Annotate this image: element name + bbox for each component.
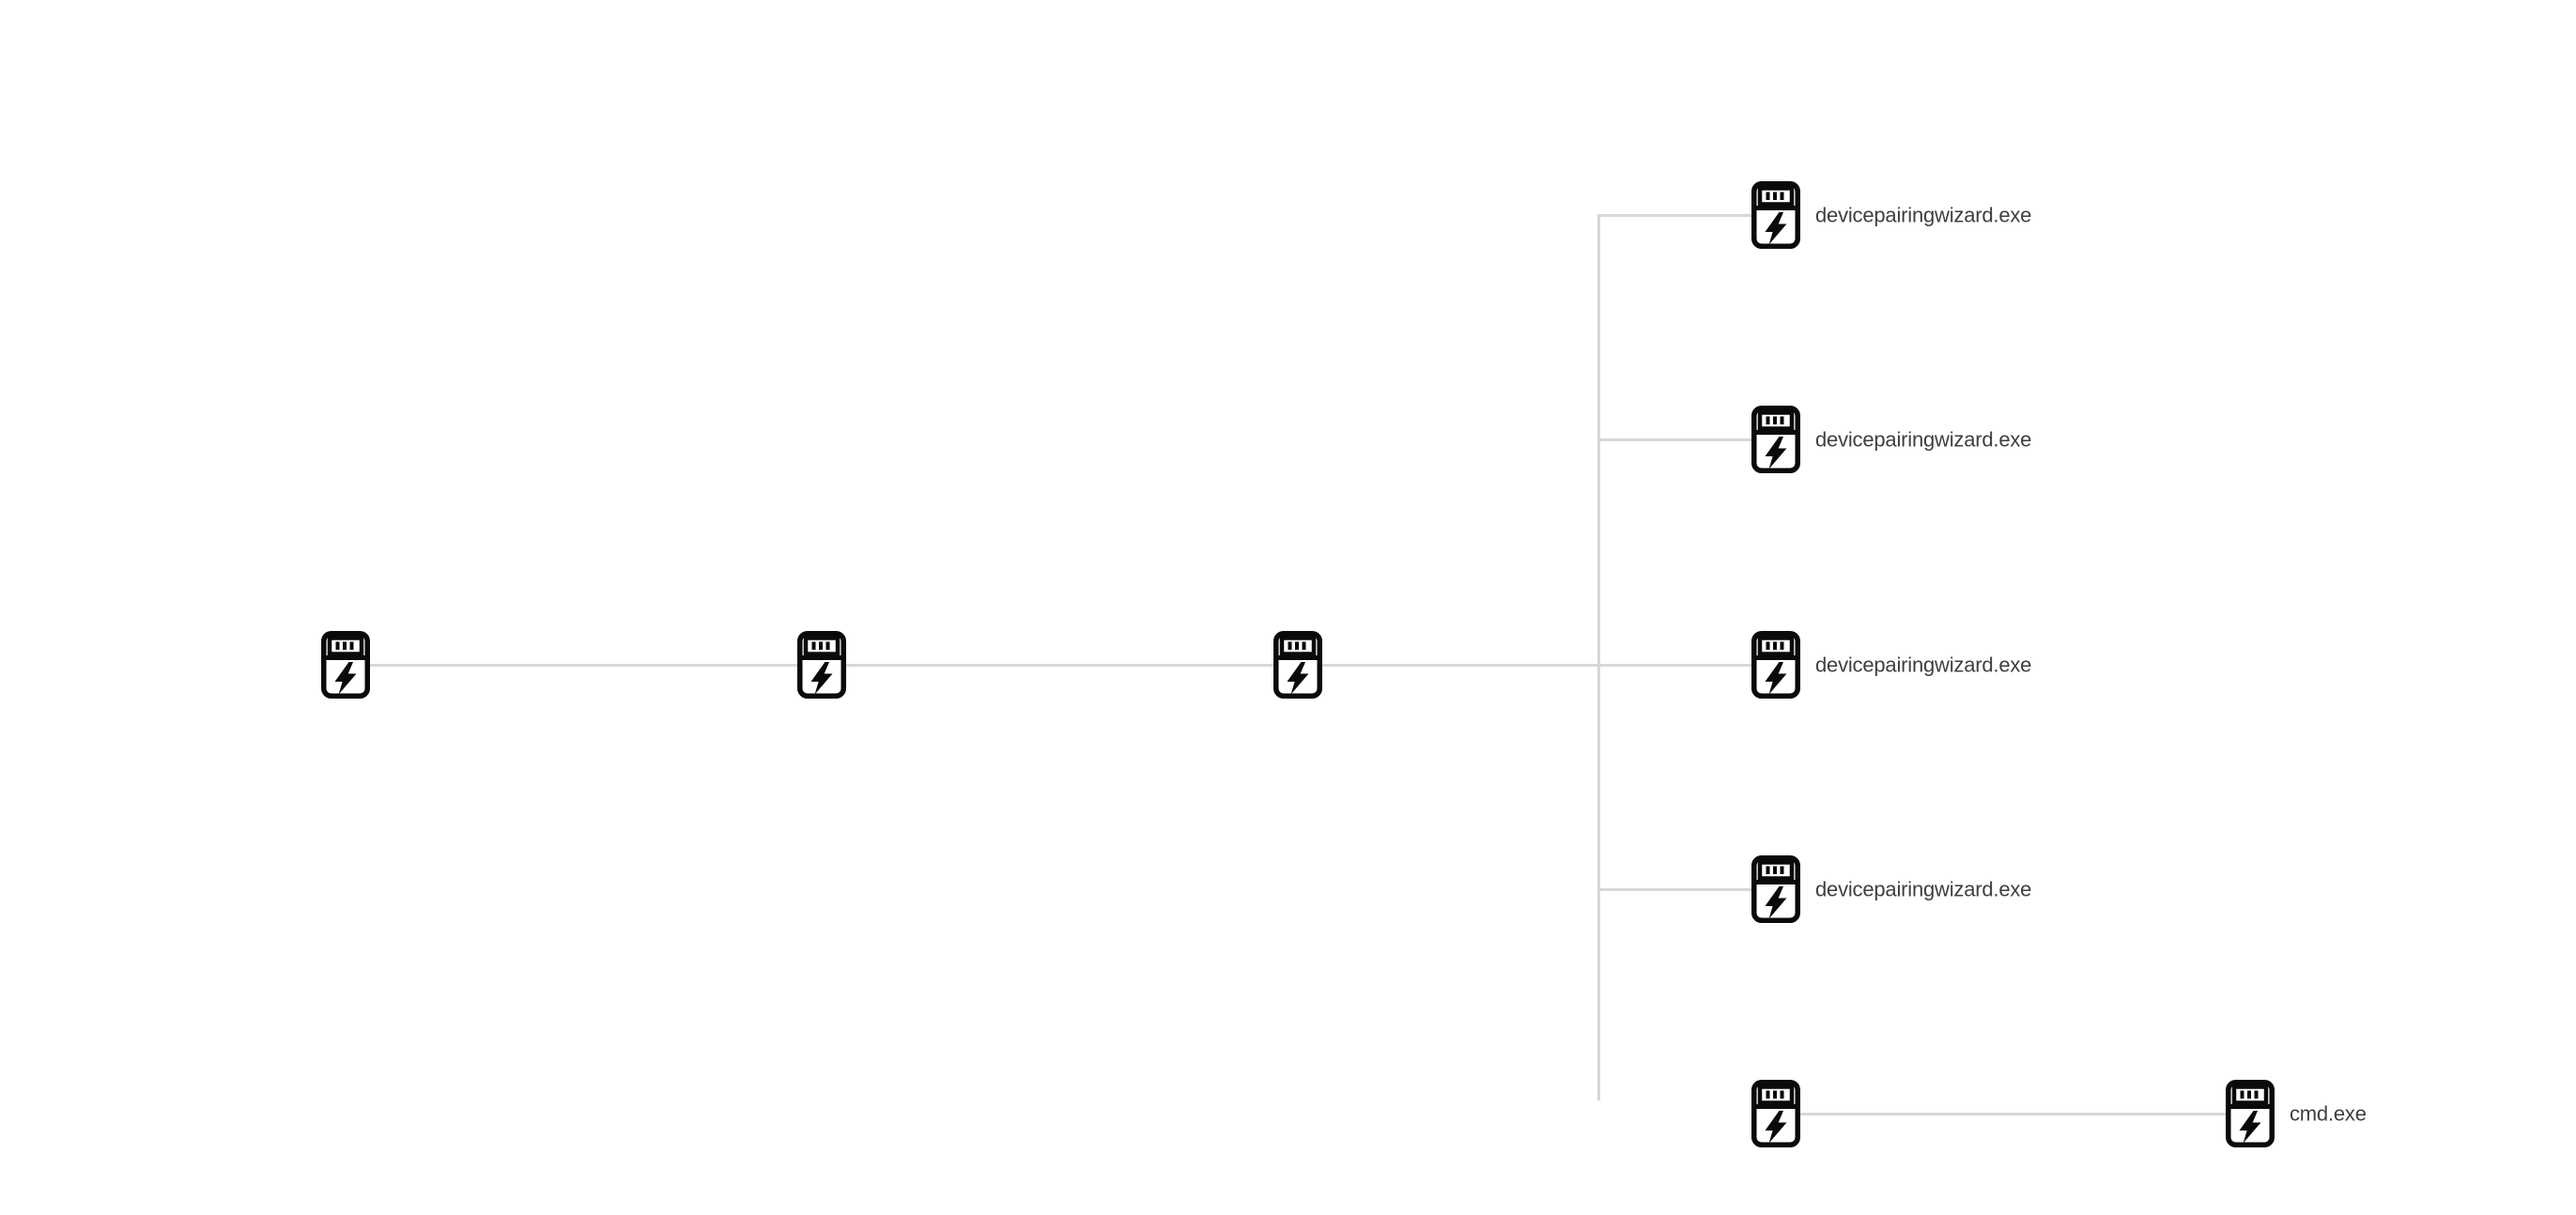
process-label[interactable]: cmd.exe bbox=[2284, 1100, 2372, 1127]
process-bolt-icon[interactable] bbox=[1751, 406, 1800, 473]
process-bolt-icon[interactable] bbox=[1751, 1080, 1800, 1147]
process-label[interactable]: devicepairingwizard.exe bbox=[1810, 426, 2038, 453]
edge-line bbox=[1774, 1112, 2252, 1115]
process-label[interactable]: devicepairingwizard.exe bbox=[1810, 202, 2038, 228]
process-bolt-icon[interactable] bbox=[1751, 631, 1800, 699]
edge-line bbox=[344, 663, 1778, 667]
process-bolt-icon[interactable] bbox=[797, 631, 846, 699]
process-label[interactable]: devicepairingwizard.exe bbox=[1810, 876, 2038, 902]
edge-line bbox=[1597, 887, 1778, 891]
edge-line bbox=[1597, 213, 1778, 217]
process-bolt-icon[interactable] bbox=[1751, 855, 1800, 923]
edge-line bbox=[1597, 438, 1778, 441]
process-bolt-icon[interactable] bbox=[1273, 631, 1322, 699]
process-bolt-icon[interactable] bbox=[321, 631, 370, 699]
process-bolt-icon[interactable] bbox=[2226, 1080, 2275, 1147]
process-bolt-icon[interactable] bbox=[1751, 181, 1800, 249]
process-label[interactable]: devicepairingwizard.exe bbox=[1810, 652, 2038, 678]
edge-line bbox=[1597, 213, 1600, 1100]
